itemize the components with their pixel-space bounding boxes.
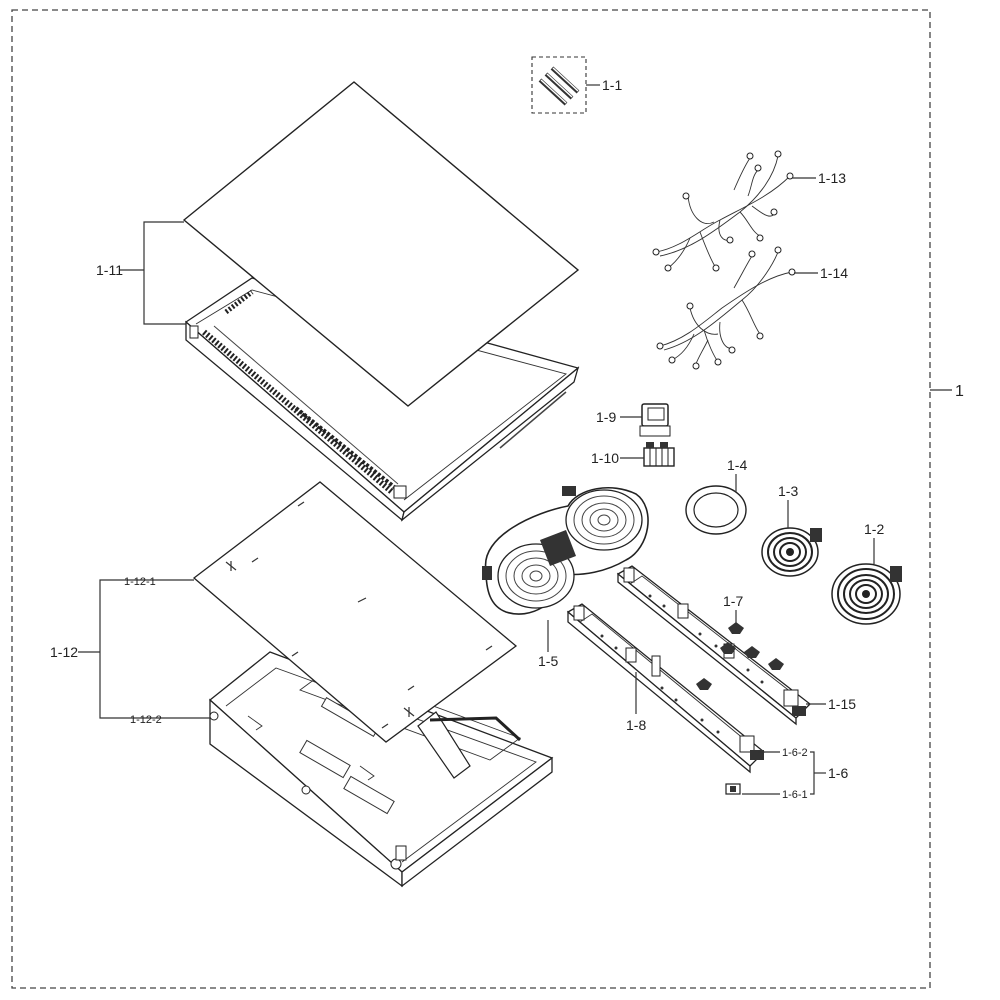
callout-1-11 bbox=[120, 221, 186, 325]
label-1-13: 1-13 bbox=[818, 170, 846, 186]
part-1-12-2-lower-tray[interactable] bbox=[208, 651, 554, 888]
part-1-9-terminal[interactable] bbox=[620, 403, 671, 437]
label-1-8: 1-8 bbox=[626, 717, 646, 733]
label-1-4: 1-4 bbox=[727, 457, 747, 473]
label-1-14: 1-14 bbox=[820, 265, 848, 281]
label-1-11: 1-11 bbox=[96, 262, 123, 278]
part-1-6-1-small-part[interactable] bbox=[725, 783, 780, 795]
label-1-12: 1-12 bbox=[50, 644, 78, 660]
part-1-2-large-heater[interactable] bbox=[831, 538, 902, 625]
part-1-5-dual-heater[interactable] bbox=[482, 486, 649, 652]
label-1-15: 1-15 bbox=[828, 696, 856, 712]
part-1-14-wire-harness[interactable] bbox=[656, 246, 818, 370]
label-1-assembly: 1 bbox=[955, 383, 964, 400]
callout-1-12 bbox=[78, 579, 210, 719]
label-1-6: 1-6 bbox=[828, 765, 848, 781]
label-1-6-2: 1-6-2 bbox=[782, 747, 808, 759]
part-1-13-wire-harness[interactable] bbox=[652, 150, 816, 272]
part-1-4-ring[interactable] bbox=[685, 474, 747, 535]
part-1-15-bracket[interactable] bbox=[616, 565, 826, 726]
part-1-10-connector[interactable] bbox=[620, 442, 675, 467]
part-1-7-clips[interactable] bbox=[696, 610, 784, 690]
part-1-12-1-insulation-sheet[interactable] bbox=[192, 481, 518, 743]
label-1-5: 1-5 bbox=[538, 653, 558, 669]
label-1-10: 1-10 bbox=[591, 450, 619, 466]
assembly-boundary bbox=[11, 9, 931, 989]
label-1-12-2: 1-12-2 bbox=[130, 714, 162, 726]
label-1-2: 1-2 bbox=[864, 521, 884, 537]
part-1-1-rods[interactable] bbox=[531, 56, 600, 114]
part-1-3-small-heater[interactable] bbox=[761, 500, 822, 577]
callout-1-6 bbox=[810, 751, 826, 795]
label-1-6-1: 1-6-1 bbox=[782, 789, 808, 801]
label-1-12-1: 1-12-1 bbox=[124, 576, 156, 588]
label-1-7: 1-7 bbox=[723, 593, 743, 609]
part-1-11-top-frame[interactable] bbox=[182, 81, 580, 522]
part-1-8-bracket[interactable] bbox=[566, 603, 765, 774]
label-1-1: 1-1 bbox=[602, 77, 622, 93]
label-1-3: 1-3 bbox=[778, 483, 798, 499]
label-1-9: 1-9 bbox=[596, 409, 616, 425]
